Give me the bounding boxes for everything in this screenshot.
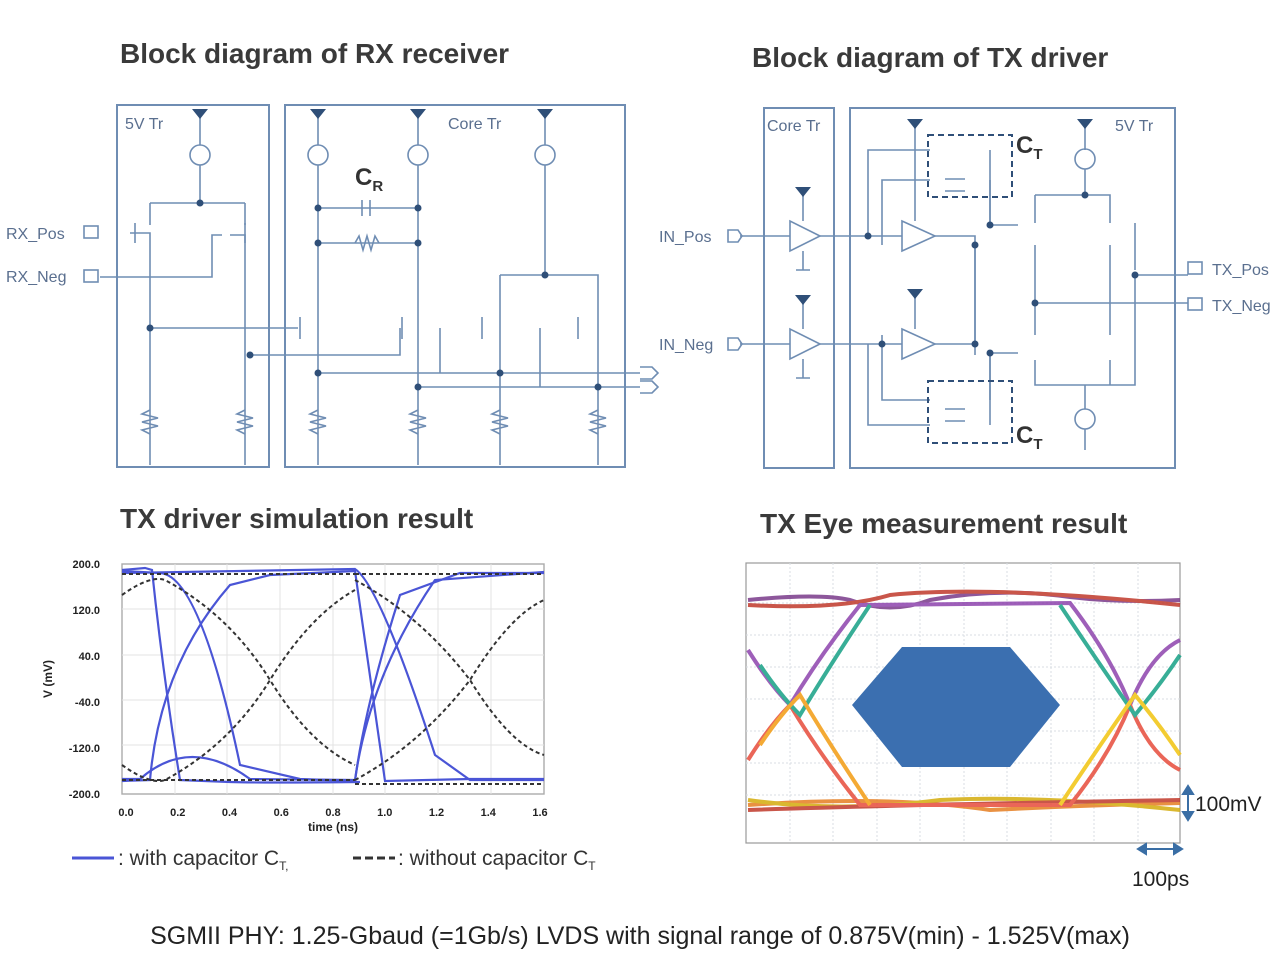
rx-core-box [284,104,626,468]
sim-y-tick-label: -120.0 [69,743,100,755]
sim-x-tick-label: 0.8 [325,807,340,819]
tx-core-box [763,107,835,469]
tx-block-diagram: Core Tr 5V Tr [659,107,1271,469]
tx-cap-label-bottom: CT [1016,422,1043,453]
rx-cap-label: CR [355,164,383,195]
tx-out-pos-pin: TX_Pos [1212,262,1269,279]
sim-result-title: TX driver simulation result [120,503,474,534]
tx-in-pos-pin: IN_Pos [659,229,711,246]
sim-x-tick-label: 0.0 [118,807,133,819]
sim-plot: 200.0 120.0 40.0 -40.0 -120.0 -200.0 0.0 0.2 0.… [41,559,596,873]
sim-y-tick-label: -200.0 [69,789,100,801]
eye-traces [746,589,1182,813]
sim-series-without-capacitor [121,573,545,785]
eye-scale-bars [1136,784,1195,856]
eye-diagram: 100mV 100ps [745,562,1262,891]
sim-x-tick-label: 0.6 [274,807,289,819]
sim-legend: : with capacitor CT, : without capacitor… [72,847,596,873]
eye-scale-time: 100ps [1132,868,1189,891]
rx-block-diagram: 5V Tr Core Tr [6,104,660,468]
rx-wiring [100,109,660,465]
sim-y-tick-label: 200.0 [72,559,100,571]
sim-x-tick-label: 0.4 [222,807,238,819]
sim-y-tick-label: -40.0 [75,697,100,709]
sim-ylabel: V (mV) [41,660,55,698]
sim-x-tick-label: 1.2 [429,807,444,819]
tx-wiring [727,119,1203,450]
rx-5v-box [116,104,270,468]
tx-out-neg-pin: TX_Neg [1212,298,1271,315]
sim-x-tick-label: 0.2 [170,807,185,819]
rx-5v-label: 5V Tr [125,116,164,133]
sim-xlabel: time (ns) [308,820,358,834]
tx-5v-label: 5V Tr [1115,118,1154,135]
rx-pos-port [83,225,99,239]
rx-core-label: Core Tr [448,116,502,133]
rx-neg-pin: RX_Neg [6,269,66,286]
sim-x-tick-label: 1.0 [377,807,392,819]
eye-result-title: TX Eye measurement result [760,508,1128,539]
rx-diagram-title: Block diagram of RX receiver [120,38,510,69]
legend-with-capacitor: : with capacitor CT, [118,847,288,873]
legend-without-capacitor: : without capacitor CT [398,847,596,873]
sim-x-tick-label: 1.6 [532,807,547,819]
tx-diagram-title: Block diagram of TX driver [752,42,1109,73]
tx-5v-box [849,107,1176,469]
tx-in-neg-pin: IN_Neg [659,337,713,354]
rx-pos-pin: RX_Pos [6,226,65,243]
sim-y-tick-label: 40.0 [79,651,100,663]
eye-scale-voltage: 100mV [1195,793,1262,816]
sim-gridlines [122,564,544,794]
rx-neg-port [83,269,99,283]
tx-core-label: Core Tr [767,118,821,135]
sim-x-tick-label: 1.4 [481,807,497,819]
sim-y-tick-label: 120.0 [72,605,100,617]
tx-cap-label-top: CT [1016,132,1043,163]
figure-caption: SGMII PHY: 1.25-Gbaud (=1Gb/s) LVDS with… [150,922,1130,950]
eye-mask [852,647,1060,767]
